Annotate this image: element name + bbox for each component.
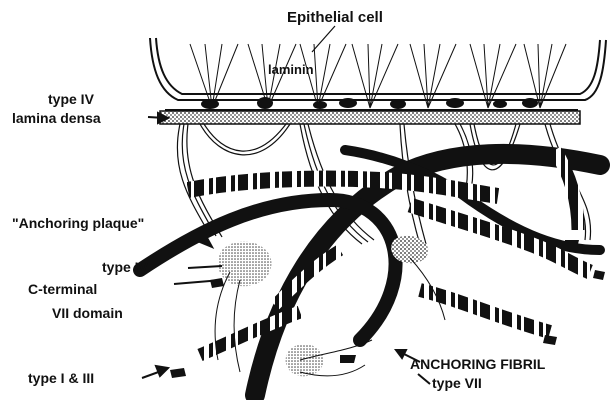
vii-domain-label: VII domain bbox=[52, 305, 123, 321]
c-terminal-label: C-terminal bbox=[28, 281, 97, 297]
type-i-iii-label: type I & III bbox=[28, 370, 94, 386]
type-iv-top-label: type IV bbox=[48, 91, 95, 107]
type-vii-label: type VII bbox=[432, 375, 482, 391]
laminin-fibers bbox=[190, 44, 566, 108]
laminin-label: laminin bbox=[268, 62, 314, 77]
anchoring-plaque-bottom bbox=[286, 344, 324, 376]
lamina-densa bbox=[160, 110, 580, 124]
type-iv-mid-label: type IV bbox=[102, 259, 149, 275]
anchoring-fibril-label: ANCHORING FIBRIL bbox=[410, 356, 546, 372]
lamina-densa-label: lamina densa bbox=[12, 110, 101, 126]
anchoring-plaque-label: "Anchoring plaque" bbox=[12, 215, 144, 231]
epithelial-cell-label: Epithelial cell bbox=[287, 9, 383, 26]
